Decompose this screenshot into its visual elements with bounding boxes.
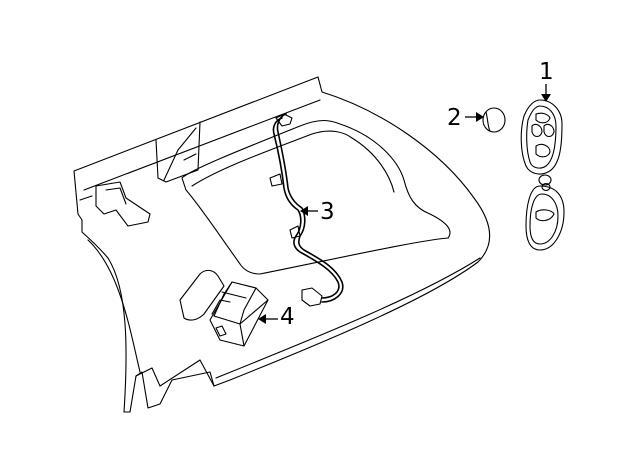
receiver-module-icon — [209, 281, 269, 347]
callout-4-label: 4 — [280, 304, 295, 330]
battery-cell-icon — [482, 107, 506, 133]
quarter-trim-panel — [73, 76, 491, 413]
callout-1: 1 — [539, 59, 554, 102]
callout-2: 2 — [447, 105, 484, 131]
callout-2-label: 2 — [447, 105, 462, 131]
callout-3-label: 3 — [320, 199, 335, 225]
antenna-harness-icon — [269, 113, 344, 307]
callout-1-label: 1 — [539, 59, 554, 85]
callout-4: 4 — [258, 304, 295, 330]
key-fob-icon — [520, 99, 565, 251]
callout-3: 3 — [300, 199, 335, 225]
